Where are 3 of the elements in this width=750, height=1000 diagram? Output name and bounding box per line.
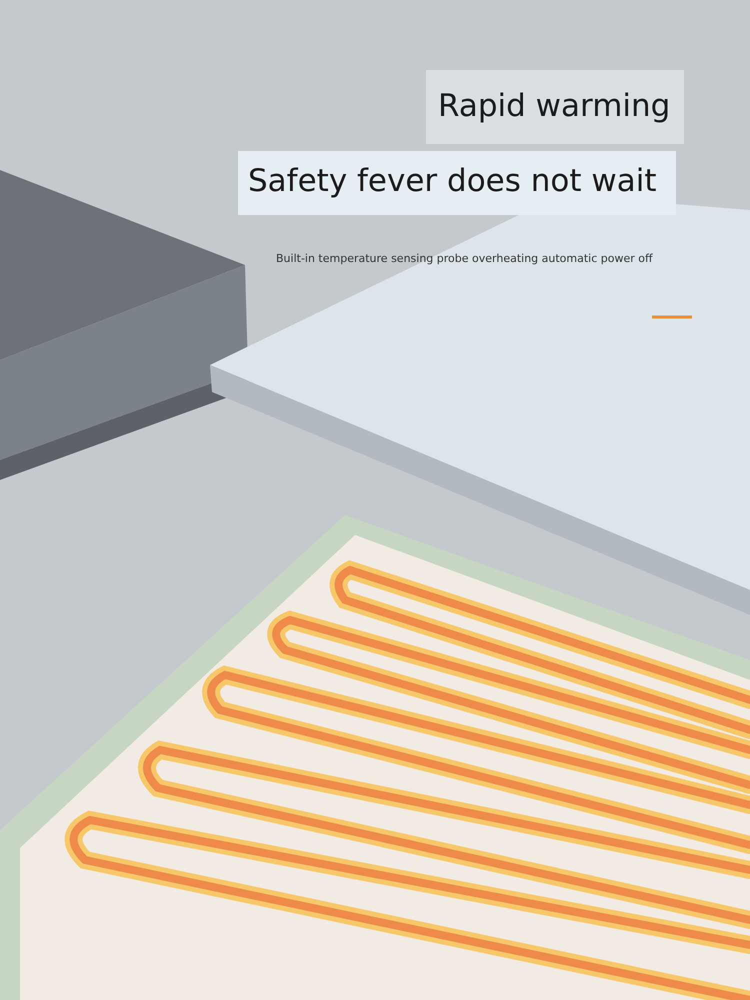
headline: Rapid warming [426,70,684,144]
subheadline: Safety fever does not wait [238,151,676,215]
description-text: Built-in temperature sensing probe overheating automatic power off [276,252,653,265]
